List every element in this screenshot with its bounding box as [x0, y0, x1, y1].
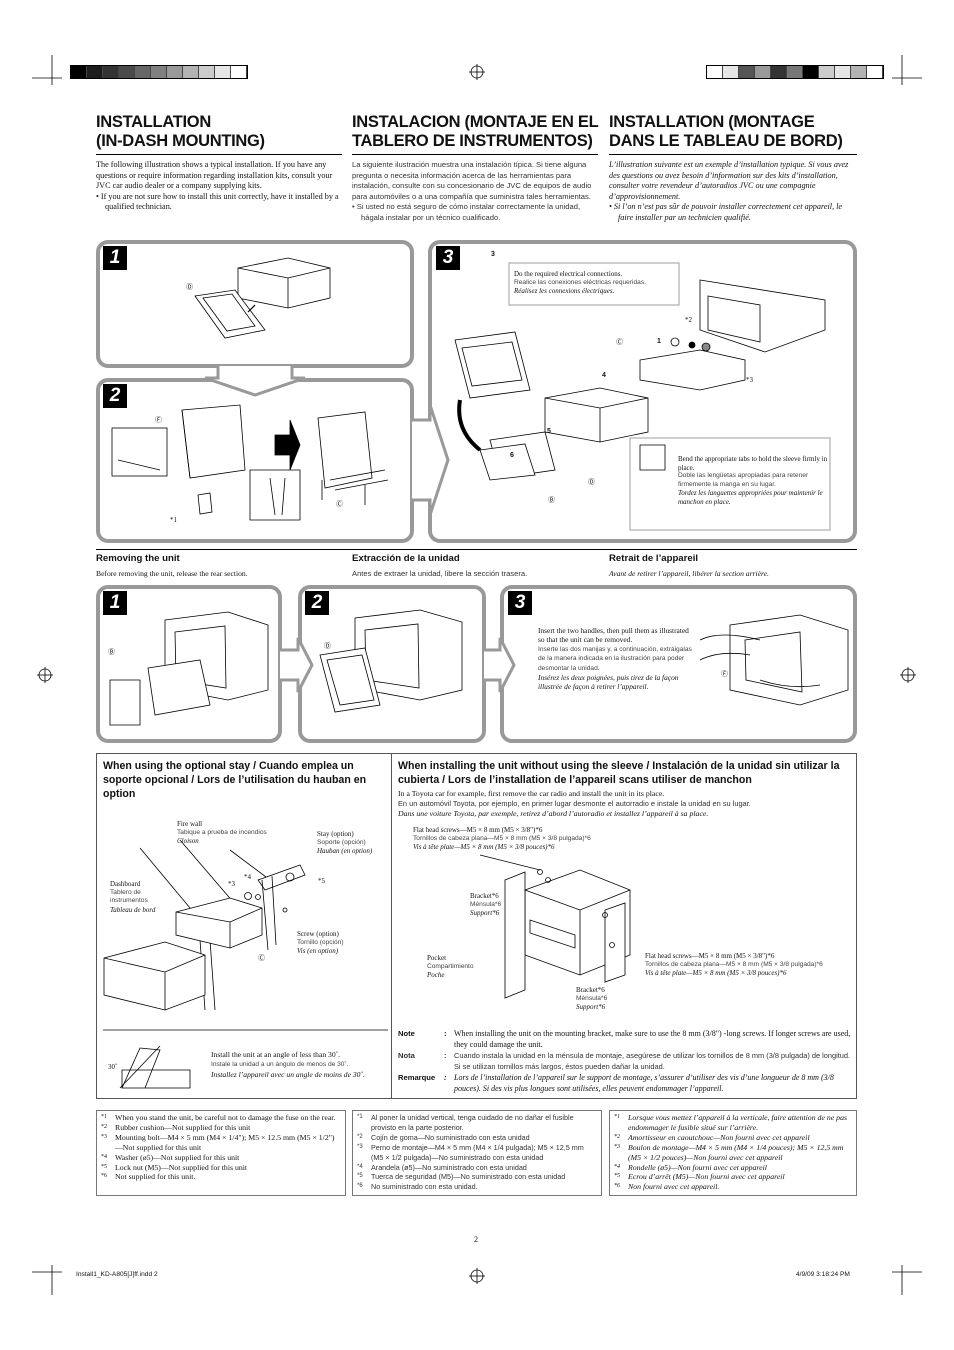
install-ref-c-2: Ⓒ	[616, 338, 623, 346]
stay-title: When using the optional stay / Cuando em…	[103, 760, 367, 800]
install-star3: *3	[746, 376, 753, 384]
angle-degree: 30˚	[108, 1063, 118, 1071]
install-num-5: 5	[547, 428, 551, 435]
stay-mark-5: *5	[318, 877, 325, 885]
footnotes-fr	[609, 1110, 857, 1196]
footer-date: 4/9/09 3:18:24 PM	[796, 1271, 850, 1278]
install-ref-f: Ⓕ	[155, 416, 162, 424]
removing-text-en: Before removing the unit, release the re…	[96, 569, 248, 578]
footnotes-es	[352, 1110, 602, 1196]
screw-label: Screw (option)Tornillo (opción)Vis (en o…	[297, 930, 344, 956]
tabs-note: Bend the appropriate tabs to hold the sl…	[678, 455, 828, 506]
color-bar-left	[70, 65, 248, 79]
install-step-1-badge: 1	[103, 246, 127, 270]
install-ref-d: Ⓓ	[186, 283, 193, 291]
install-ref-c: Ⓒ	[336, 500, 343, 508]
install-step-3-badge: 3	[436, 246, 460, 270]
install-step-2-badge: 2	[103, 384, 127, 408]
color-bar-right	[706, 65, 884, 79]
install-num-1: 1	[657, 338, 661, 345]
page-number: 2	[474, 1235, 478, 1244]
heading-en: INSTALLATION(IN-DASH MOUNTING)	[96, 113, 265, 150]
removing-text-es: Antes de extraer la unidad, libere la se…	[352, 569, 528, 578]
footnotes-en	[96, 1110, 346, 1196]
intro-en: The following illustration shows a typic…	[96, 160, 339, 212]
removing-title-fr: Retrait de l’appareil	[609, 553, 699, 564]
stay-mark-3: *3	[228, 880, 235, 888]
install-star2: *2	[685, 316, 692, 324]
removing-title-es: Extracción de la unidad	[352, 553, 460, 564]
remove-ref-d: Ⓓ	[324, 642, 331, 650]
connections-note: Do the required electrical connections. …	[514, 270, 646, 296]
install-ref-b: Ⓑ	[548, 496, 555, 504]
remove-ref-f: Ⓕ	[721, 670, 728, 678]
remove-step-2-badge: 2	[305, 591, 329, 615]
install-star1: *1	[170, 516, 177, 524]
stay-mark-4: *4	[244, 873, 251, 881]
flat-screw-label-top: Flat head screws—M5 × 8 mm (M5 × 3/8")*6…	[413, 826, 591, 852]
stay-label: Stay (option)Soporte (opción)Hauban (en …	[317, 830, 373, 856]
install-num-4: 4	[602, 372, 606, 379]
remove-ref-b: Ⓑ	[108, 648, 115, 656]
flat-screw-label-right: Flat head screws—M5 × 8 mm (M5 × 3/8")*6…	[645, 952, 823, 978]
install-step3-marker: 3	[491, 251, 495, 258]
install-ref-d-2: Ⓓ	[588, 478, 595, 486]
notes: Note:When installing the unit on the mou…	[398, 1029, 851, 1093]
sleeve-intro: In a Toyota car for example, first remov…	[398, 789, 751, 818]
removing-text-fr: Avant de retirer l’appareil, libérer la …	[609, 569, 769, 578]
remove-step-1-badge: 1	[103, 591, 127, 615]
install-num-6: 6	[510, 452, 514, 459]
removing-title-en: Removing the unit	[96, 553, 180, 564]
sleeve-title: When installing the unit without using t…	[398, 760, 840, 786]
angle-note: Install the unit at an angle of less tha…	[211, 1050, 365, 1079]
handles-note: Insert the two handles, then pull them a…	[538, 626, 692, 692]
stay-ref-c: Ⓒ	[258, 954, 265, 962]
install-panel-1	[96, 240, 414, 368]
options-box	[96, 753, 857, 1099]
intro-fr: L’illustration suivante est un exemple d…	[609, 160, 849, 222]
remove-step-3-badge: 3	[508, 591, 532, 615]
intro-es: La siguiente ilustración muestra una ins…	[352, 160, 592, 222]
footer-file: Install1_KD-A805[J]ff.indd 2	[76, 1271, 158, 1278]
